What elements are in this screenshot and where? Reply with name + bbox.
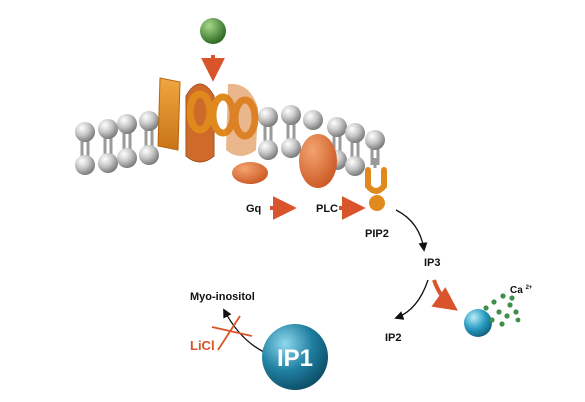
label-calcium: Ca 2+ [510,285,533,296]
ip1-sphere [262,324,328,390]
plc-enzyme [299,134,337,188]
licl-inhibition-cross [211,315,253,351]
arrow-ip3-to-calcium [431,279,458,311]
label-calcium-symbol: Ca [510,285,523,296]
label-plc: PLC [316,203,338,215]
gq-protein [232,162,268,184]
calcium-store [464,309,492,337]
label-ip2: IP2 [385,332,402,344]
label-pip2: PIP2 [365,228,389,240]
label-calcium-charge: 2+ [526,285,533,291]
lipid-heads-left [75,111,159,175]
label-gq: Gq [246,203,261,215]
label-ip1: IP1 [277,345,313,372]
label-myo-inositol: Myo-inositol [190,291,255,303]
calcium-ions [483,293,521,327]
arrow-ip3-to-ip2 [394,279,429,320]
lipid-group-left [80,130,154,160]
arrow-pip2-to-ip3 [395,209,428,252]
arrow-ip1-to-myo-inositol [223,308,265,353]
pip2-molecule [365,158,387,211]
gpcr-receptor [157,77,259,163]
ligand-sphere [200,18,226,44]
label-licl: LiCl [190,338,215,353]
label-ip3: IP3 [424,257,441,269]
